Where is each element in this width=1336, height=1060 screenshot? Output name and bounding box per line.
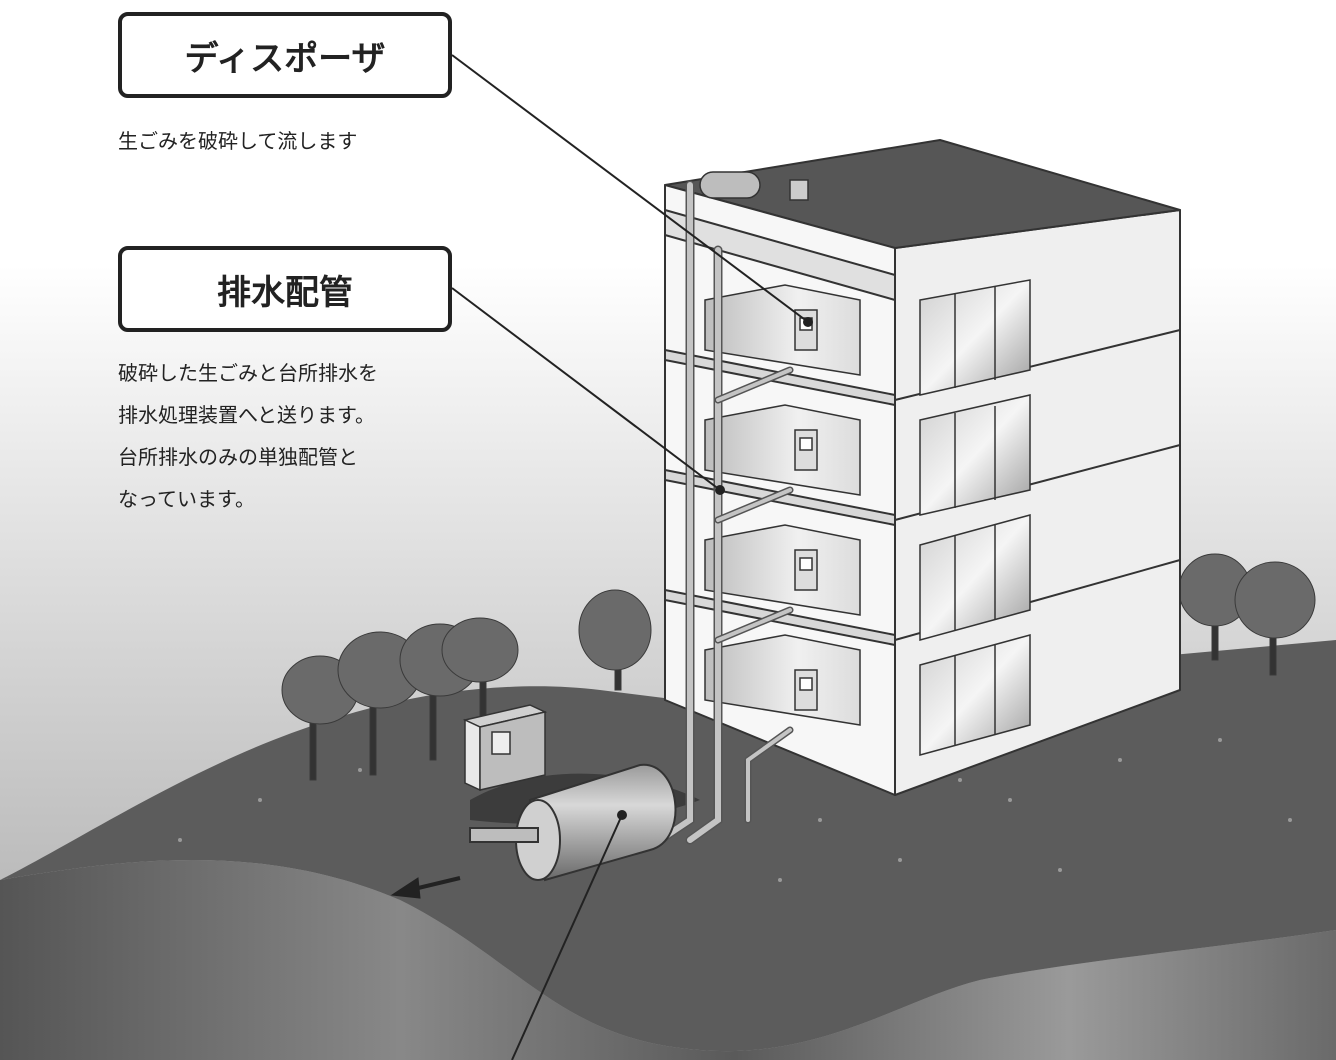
- kitchen-unit: [704, 634, 861, 726]
- roof-vent: [699, 171, 809, 201]
- caption-line: 破砕した生ごみと台所排水を: [118, 361, 378, 385]
- treatment-tank: [469, 763, 677, 882]
- caption-line: なっています。: [118, 487, 255, 511]
- caption-line: 排水処理装置へと送ります。: [118, 403, 375, 427]
- leader-dots: [617, 317, 813, 820]
- control-box: [462, 704, 548, 792]
- kitchen-units: [704, 284, 861, 726]
- leader-lines: [451, 54, 809, 1060]
- windows: [919, 279, 1031, 756]
- drain-pipe-description: 破砕した生ごみと台所排水を 排水処理装置へと送ります。 台所排水のみの単独配管と…: [118, 352, 378, 520]
- drain-pipe-label-box: 排水配管: [118, 246, 452, 332]
- trees-left: [281, 589, 652, 781]
- caption-line: 生ごみを破砕して流します: [118, 129, 358, 153]
- ground-side: [0, 860, 1336, 1060]
- drain-pipe-title: 排水配管: [217, 272, 353, 313]
- caption-line: 台所排水のみの単独配管と: [118, 445, 358, 469]
- trees-right: [1178, 553, 1316, 676]
- kitchen-unit: [704, 284, 861, 376]
- outflow-arrow: [390, 876, 461, 899]
- kitchen-unit: [704, 404, 861, 496]
- disposer-title: ディスポーザ: [184, 38, 386, 79]
- kitchen-unit: [704, 524, 861, 616]
- ground-speckles: [178, 738, 1292, 882]
- disposer-label-box: ディスポーザ: [118, 12, 452, 98]
- disposer-description: 生ごみを破砕して流します: [118, 120, 357, 162]
